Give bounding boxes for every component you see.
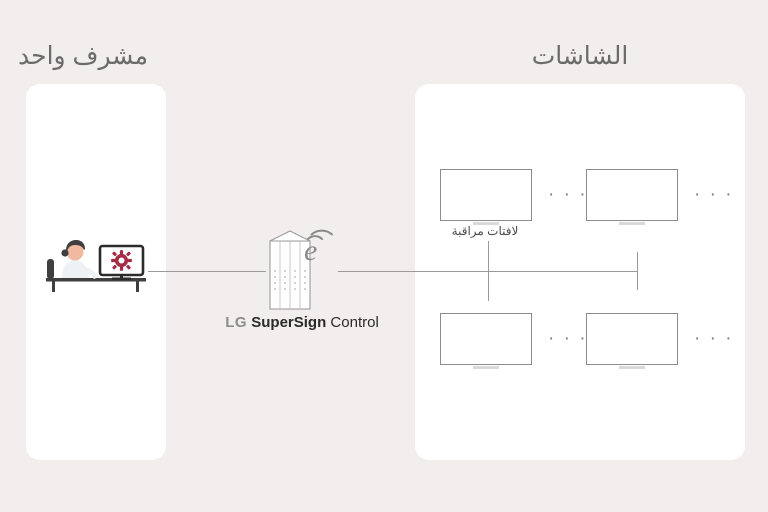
screen-stand [619, 222, 645, 225]
monitor-icon [440, 169, 532, 225]
connector-person-to-server [148, 271, 266, 272]
gear-icon [111, 250, 132, 271]
product-suffix: Control [330, 314, 379, 331]
brand-lg: LG [225, 314, 248, 331]
screen-stand [473, 366, 499, 369]
panel-displays [415, 84, 745, 460]
screen-stand [619, 366, 645, 369]
ellipsis-bottom-middle: · · · [548, 328, 588, 349]
ellipsis-bottom-right: · · · [694, 328, 734, 349]
screen-frame [586, 313, 678, 365]
heading-displays: الشاشات [531, 42, 629, 70]
screen-stand [473, 222, 499, 225]
screen-frame [586, 169, 678, 221]
heading-single-supervisor: مشرف واحد [18, 42, 148, 70]
screen-frame [440, 169, 532, 221]
caption-monitored-signage: لافتات مراقبة [451, 224, 519, 238]
ellipsis-top-middle: · · · [548, 184, 588, 205]
wifi-icon [307, 229, 333, 240]
person-at-desk-icon [44, 232, 148, 296]
product-name: SuperSign [251, 314, 327, 331]
product-label: LG SuperSign Control [196, 314, 408, 331]
ellipsis-top-right: · · · [694, 184, 734, 205]
branch-line-left [488, 241, 489, 301]
server-rack-icon: e [266, 225, 338, 310]
screen-frame [440, 313, 532, 365]
e-logo-icon: e [304, 234, 317, 267]
monitor-icon [440, 313, 532, 369]
monitor-icon [586, 169, 678, 225]
monitor-icon [586, 313, 678, 369]
branch-line-right [637, 252, 638, 290]
